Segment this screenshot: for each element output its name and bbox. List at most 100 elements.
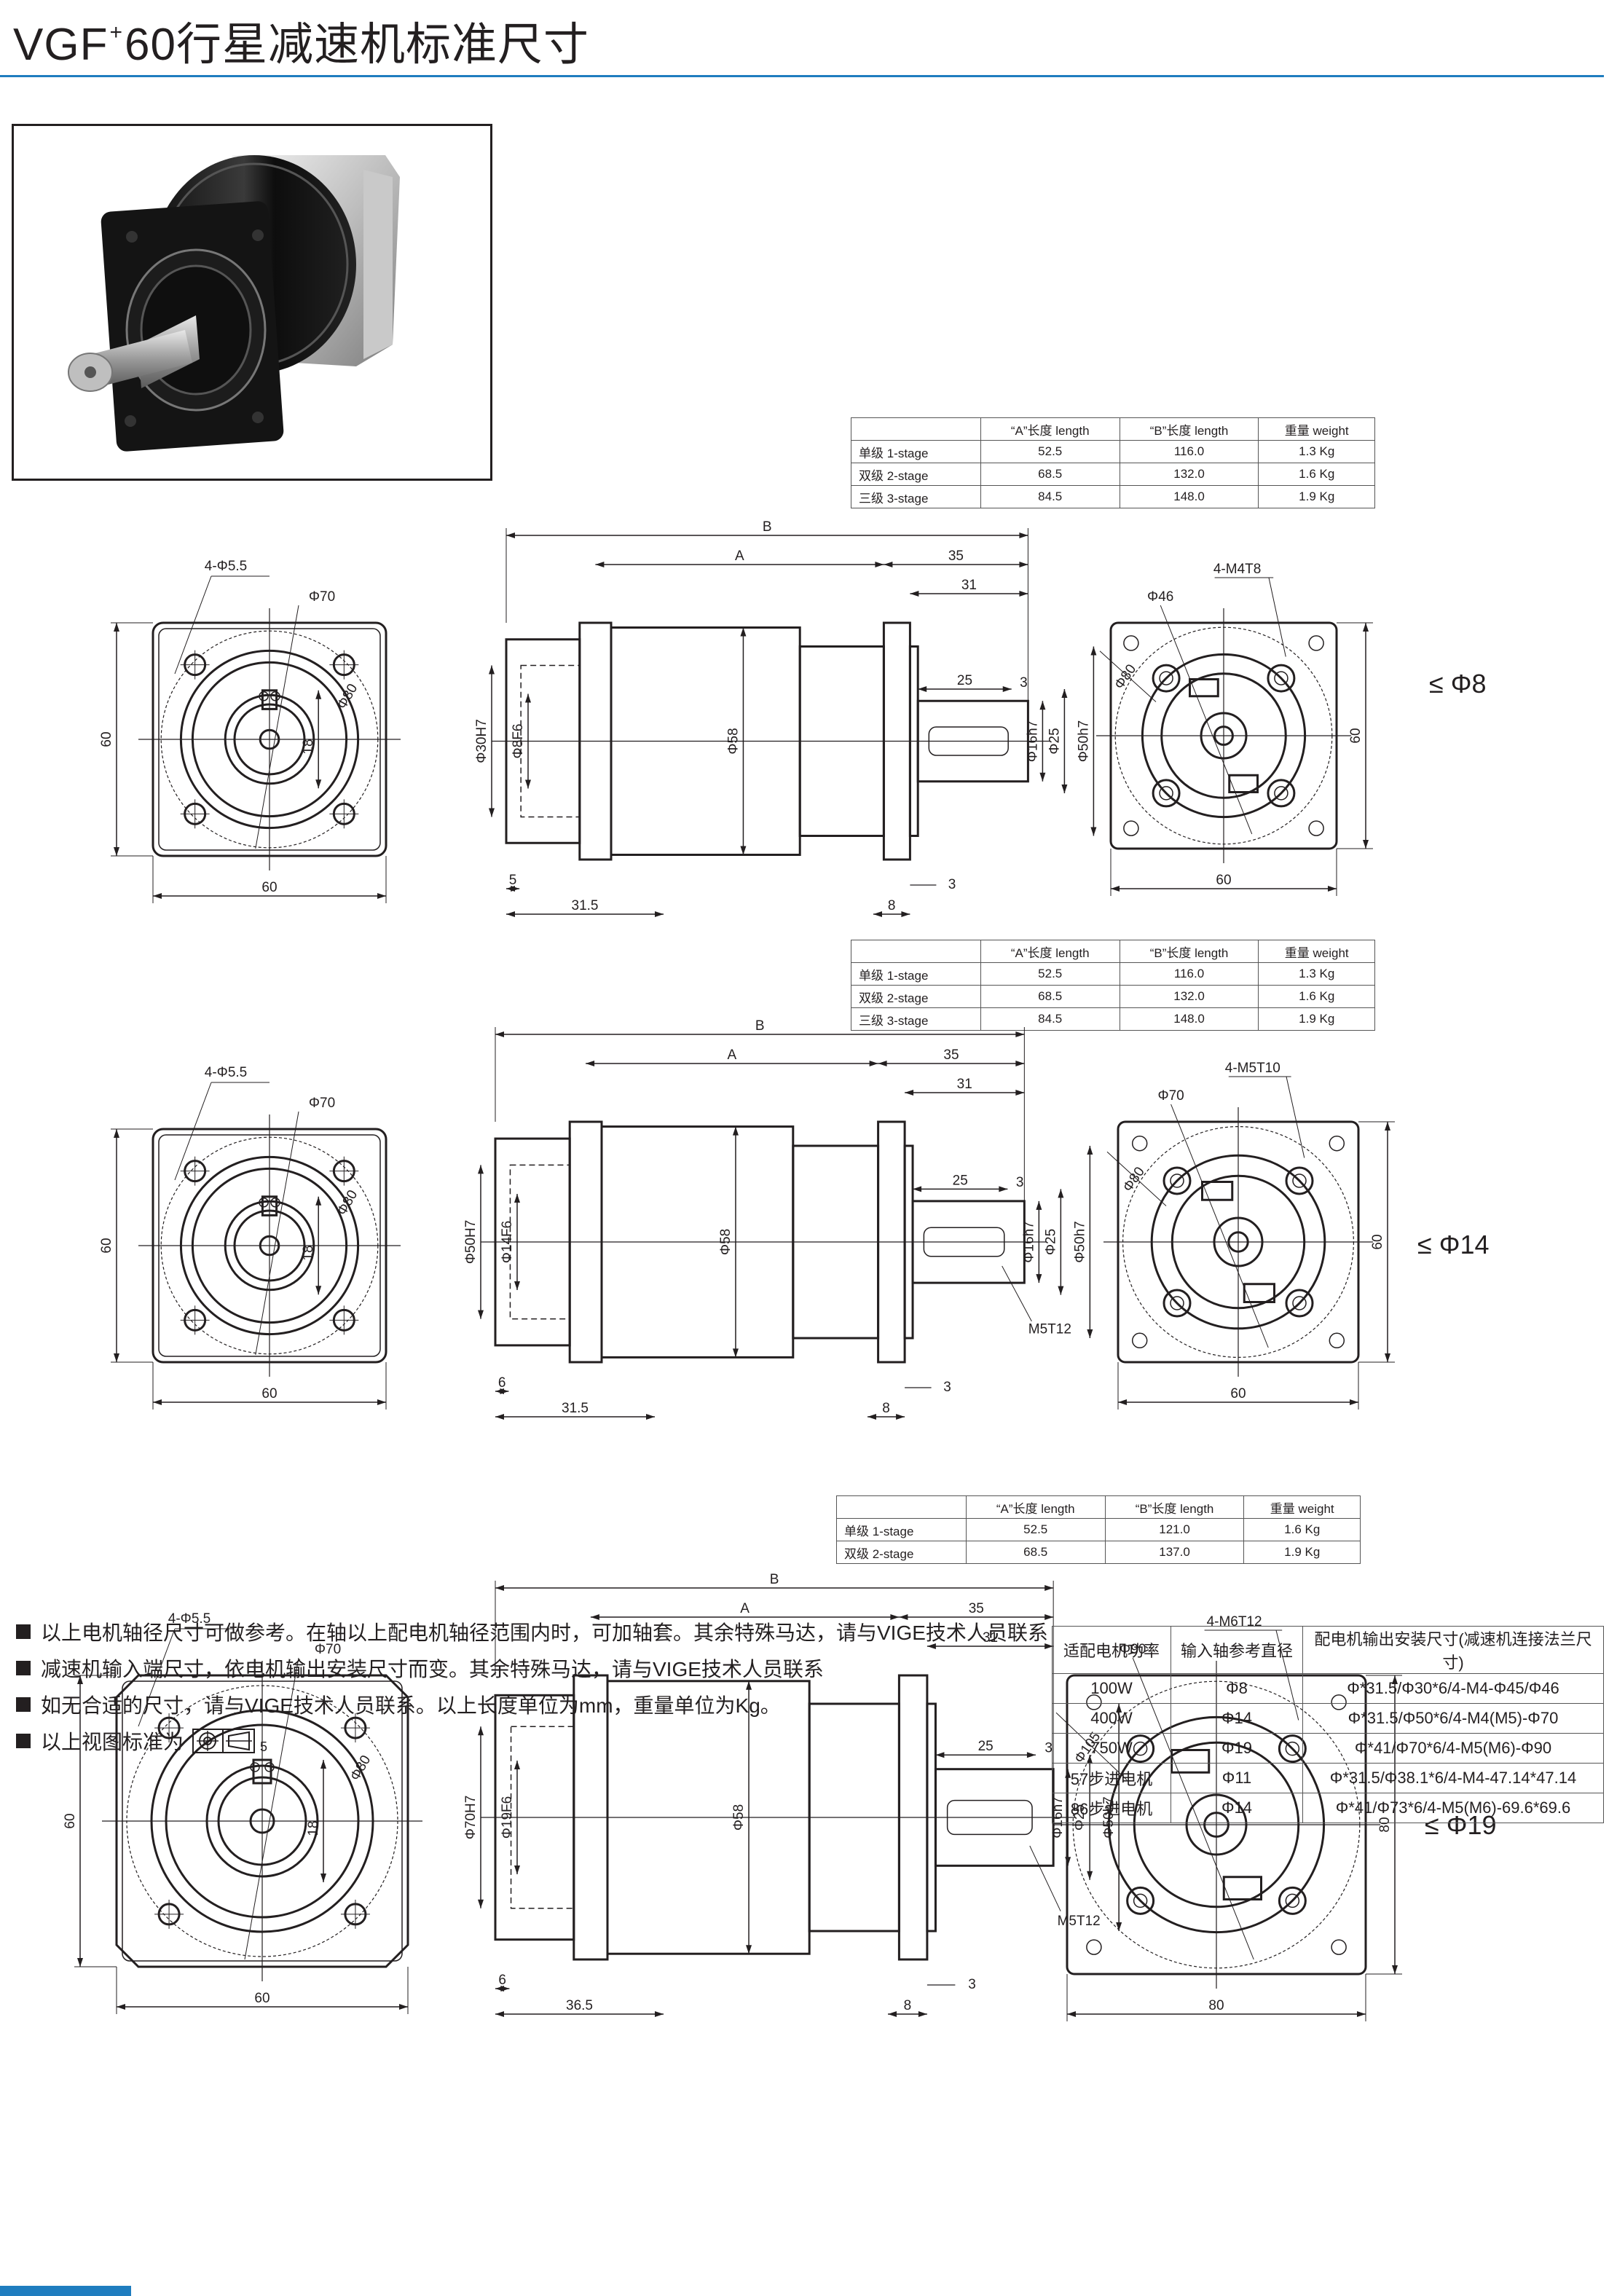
arrowhead <box>1116 1922 1122 1931</box>
arrowhead <box>315 690 322 699</box>
arrowhead <box>525 693 531 703</box>
dimension-label: Φ30H7 <box>474 719 489 763</box>
spec-header-w: 重量 weight <box>1258 940 1375 963</box>
bullet-square-icon <box>16 1734 31 1748</box>
spec-header-b: “B”长度 length <box>1119 417 1259 441</box>
arrowhead <box>1015 1061 1025 1066</box>
leader-line <box>1099 650 1157 702</box>
spec-header-blank <box>836 1495 967 1519</box>
arrowhead <box>1015 1090 1025 1096</box>
arrowhead <box>740 627 747 637</box>
leader-line <box>174 1082 212 1181</box>
leader-line <box>244 1657 299 1960</box>
dimension-label: 4-Φ5.5 <box>205 1065 247 1080</box>
arrowhead <box>1392 1965 1398 1974</box>
arrowhead <box>1118 1399 1127 1405</box>
dimension-label: 8 <box>882 1401 890 1416</box>
arrowhead <box>732 1348 739 1358</box>
dimension-label: Φ14F6 <box>500 1221 515 1263</box>
corner-thread <box>1329 1135 1345 1152</box>
arrowhead <box>1363 623 1369 632</box>
dimension-label: 25 <box>957 673 972 688</box>
spec-header-b: “B”长度 length <box>1104 1495 1245 1519</box>
dimension-label: 18 <box>306 1820 321 1836</box>
leader-line <box>1171 1104 1269 1348</box>
dimension-label: 3 <box>1044 1740 1053 1756</box>
dimension-label: 31.5 <box>572 898 599 913</box>
arrowhead <box>489 665 495 675</box>
arrowhead <box>1087 1871 1093 1880</box>
dimension-label: 35 <box>969 1601 984 1616</box>
arrowhead <box>867 1414 876 1420</box>
leader-line <box>1002 1265 1032 1322</box>
arrowhead <box>1385 1353 1390 1362</box>
dimension-label: Φ70 <box>309 589 335 605</box>
dimension-label: 3 <box>948 877 956 892</box>
arrowhead <box>1061 785 1068 793</box>
dimension-label: 60 <box>1230 1386 1246 1401</box>
leader-line <box>255 605 299 849</box>
dimension-label: Φ70H7 <box>463 1796 479 1840</box>
corner-thread <box>1331 1939 1347 1955</box>
arrowhead <box>478 1899 484 1908</box>
dimension-label: 31.5 <box>562 1401 589 1416</box>
clamp-block <box>1228 774 1259 793</box>
arrowhead <box>525 779 531 789</box>
corner-thread <box>1329 1332 1345 1349</box>
mounting-boss <box>1162 1289 1192 1318</box>
arrowhead <box>1044 1614 1054 1620</box>
arrowhead <box>935 1752 945 1758</box>
arrowhead <box>590 1614 599 1620</box>
mounting-hole <box>1133 1893 1148 1908</box>
dimension-label: B <box>755 1018 765 1034</box>
arrowhead <box>114 1353 119 1362</box>
corner-thread <box>1308 635 1324 651</box>
arrowhead <box>320 1874 326 1882</box>
dimension-label: Φ25 <box>1043 1229 1058 1255</box>
dimension-label: Φ50h7 <box>1076 720 1091 762</box>
clamp-block <box>1222 1876 1262 1900</box>
dimension-label: 35 <box>948 549 964 564</box>
leader-line <box>1286 1076 1305 1158</box>
dimension-label: Φ16h7 <box>1021 1221 1036 1262</box>
flange-outline <box>115 1674 409 1968</box>
arrowhead <box>746 1680 752 1690</box>
bullet-square-icon <box>16 1624 31 1639</box>
corner-thread <box>1123 820 1139 836</box>
mounting-hole <box>1274 786 1289 801</box>
arrowhead <box>511 886 520 892</box>
projection-symbol-icon <box>192 1729 256 1753</box>
arrowhead <box>655 911 664 917</box>
arrowhead <box>888 2011 897 2017</box>
arrowhead <box>399 2004 408 2010</box>
clamp-block <box>1189 678 1219 698</box>
mounting-boss <box>1152 664 1181 693</box>
arrowhead <box>875 562 884 567</box>
arrowhead <box>1067 2011 1076 2017</box>
dimension-label: 18 <box>301 739 316 754</box>
arrowhead <box>901 911 910 917</box>
corner-thread <box>1131 1135 1148 1152</box>
arrowhead <box>1026 1752 1036 1758</box>
dimension-label: 4-M4T8 <box>1213 562 1261 577</box>
dimension-label: A <box>728 1047 737 1063</box>
mounting-hole <box>1274 671 1289 685</box>
mounting-hole <box>1292 1173 1307 1188</box>
dimension-label: 8 <box>904 1998 912 2013</box>
mounting-hole <box>1159 786 1173 801</box>
arrowhead <box>1385 1122 1390 1131</box>
arrowhead <box>1019 532 1028 538</box>
mounting-boss <box>1278 1886 1307 1915</box>
mounting-hole <box>1292 1296 1307 1310</box>
arrowhead <box>913 1186 922 1192</box>
arrowhead <box>117 2004 125 2010</box>
arrowhead <box>500 1986 510 1992</box>
arrowhead <box>315 1196 322 1206</box>
